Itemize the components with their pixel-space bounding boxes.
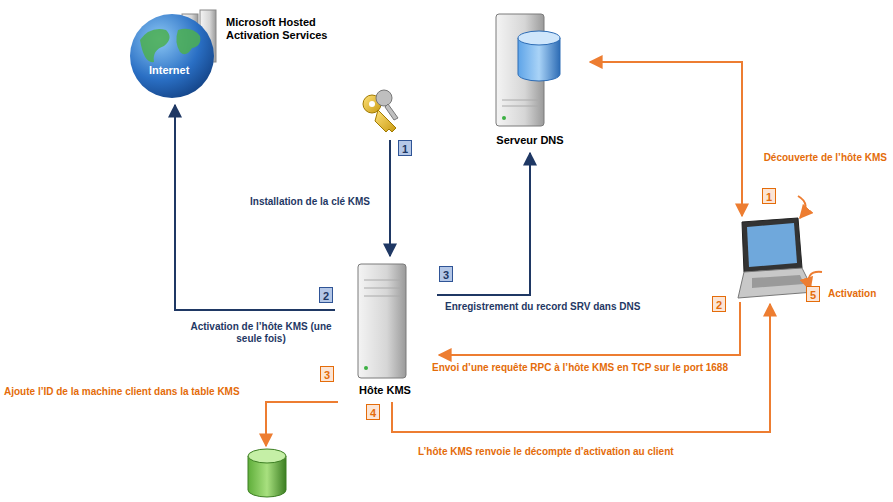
internet-globe	[130, 10, 216, 98]
activation-connector	[175, 105, 335, 310]
dns-server-icon	[496, 14, 560, 126]
dns-server: Serveur DNS	[480, 6, 582, 152]
node-label: Microsoft Hosted Activation Services	[226, 16, 354, 42]
step-label: Activation	[828, 288, 876, 300]
table-arrow	[266, 402, 338, 446]
node-label: Serveur DNS	[480, 134, 580, 147]
laptop-icon	[738, 218, 814, 298]
node-sublabel: Internet	[149, 64, 189, 77]
edge-label: Enregistrement du record SRV dans DNS	[443, 301, 642, 313]
step-label: Installation de la clé KMS	[250, 196, 370, 208]
step-label: Ajoute l’ID de la machine client dans la…	[4, 386, 240, 398]
callout-number: 3	[320, 366, 334, 382]
kms-server-icon	[358, 264, 406, 378]
callout-number: 3	[439, 266, 453, 282]
step-label: Envoi d’une requête RPC à l’hôte KMS en …	[432, 362, 728, 374]
callout-number: 4	[366, 404, 380, 420]
kms-host: Hôte KMS	[335, 258, 437, 400]
install-arrow	[389, 140, 391, 256]
step-label: Découverte de l’hôte KMS	[764, 152, 887, 164]
discovery-arrow	[590, 62, 742, 216]
srv-record-connector	[437, 153, 530, 295]
callout-number: 2	[712, 296, 726, 312]
callout-number: 1	[398, 140, 412, 156]
database-icon	[248, 449, 286, 497]
step-label: L’hôte KMS renvoie le décompte d’activat…	[418, 446, 674, 458]
key-icon	[363, 90, 398, 132]
callout-number: 1	[762, 188, 776, 204]
rpc-arrow	[439, 302, 740, 355]
edge-label: Activation de l’hôte KMS (une seule fois…	[184, 321, 338, 345]
callout-number: 5	[806, 286, 820, 302]
cloud-service: Microsoft Hosted Activation ServicesInte…	[130, 6, 358, 104]
count-arrow	[392, 304, 770, 432]
node-label: Hôte KMS	[335, 384, 435, 397]
callout-number: 2	[319, 287, 333, 303]
self-loop	[798, 196, 806, 218]
